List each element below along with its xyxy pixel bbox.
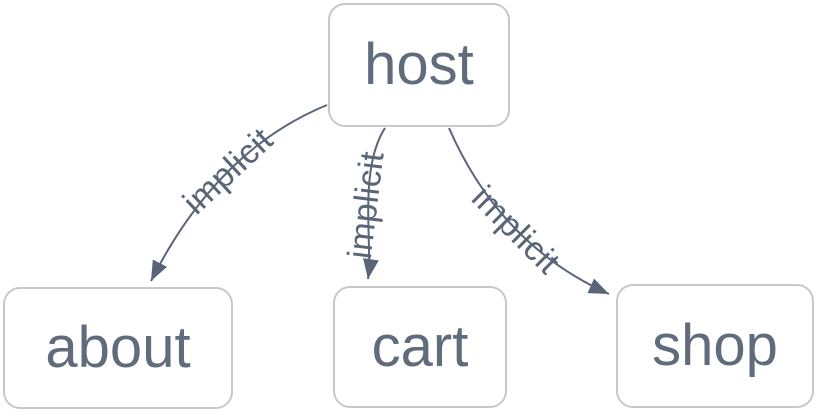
edge-host-about: implicit bbox=[150, 104, 328, 282]
node-about[interactable]: about bbox=[3, 287, 233, 409]
node-cart-label: cart bbox=[371, 314, 469, 379]
node-cart[interactable]: cart bbox=[333, 286, 507, 408]
node-host[interactable]: host bbox=[328, 3, 510, 127]
node-host-label: host bbox=[364, 32, 474, 97]
edge-line-host-about bbox=[150, 104, 328, 282]
node-about-label: about bbox=[45, 315, 191, 380]
edge-label-host-cart: implicit bbox=[341, 149, 392, 261]
node-shop-label: shop bbox=[652, 313, 778, 378]
node-shop[interactable]: shop bbox=[616, 284, 814, 408]
edge-host-shop: implicit bbox=[448, 127, 610, 295]
edge-line-host-cart bbox=[362, 127, 386, 280]
edge-host-cart: implicit bbox=[341, 127, 392, 280]
edge-line-host-shop bbox=[448, 127, 610, 295]
